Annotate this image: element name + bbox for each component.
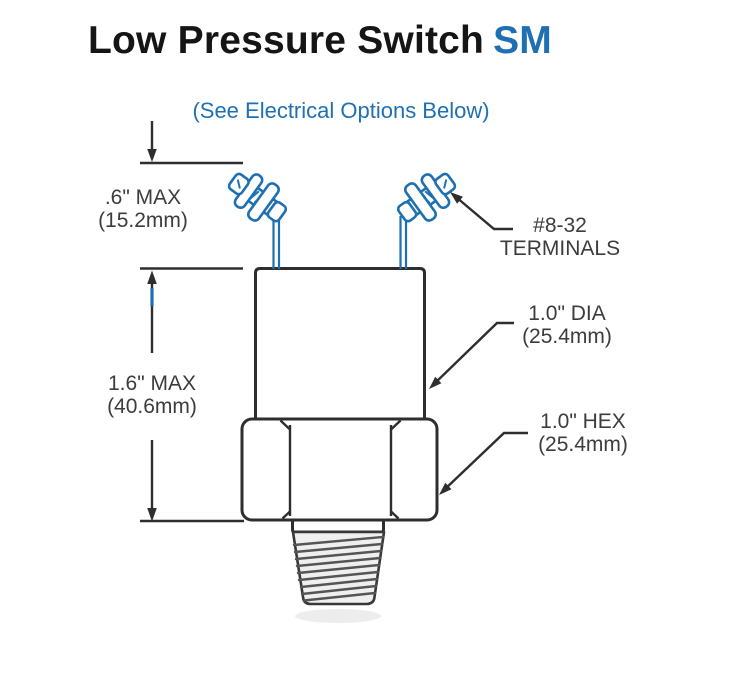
shank-collar	[291, 518, 385, 534]
dimension-terminal-height	[140, 121, 243, 165]
leader-diameter	[429, 321, 514, 389]
dimension-body-height	[140, 267, 244, 523]
label-diameter: 1.0" DIA (25.4mm)	[506, 302, 628, 348]
label-hex-value: 1.0" HEX	[540, 410, 626, 433]
hex-nut	[240, 417, 439, 522]
threaded-stud	[291, 530, 386, 606]
label-hex-metric: (25.4mm)	[538, 433, 628, 456]
label-terminals-word: TERMINALS	[499, 237, 621, 260]
title-main: Low Pressure Switch	[88, 19, 485, 62]
terminal-left	[219, 161, 296, 234]
label-hex: 1.0" HEX (25.4mm)	[522, 410, 644, 456]
label-terminal-height-metric: (15.2mm)	[98, 209, 188, 232]
leader-hex	[439, 431, 528, 495]
label-terminal-height-value: .6" MAX	[104, 186, 182, 209]
label-diameter-value: 1.0" DIA	[528, 302, 606, 325]
label-body-height-value: 1.6" MAX	[108, 372, 196, 395]
label-diameter-metric: (25.4mm)	[522, 325, 612, 348]
label-terminals: #8-32 TERMINALS	[490, 214, 630, 260]
subtitle-note: (See Electrical Options Below)	[192, 98, 490, 123]
label-body-height-metric: (40.6mm)	[107, 395, 197, 418]
switch-body-outline	[254, 267, 426, 419]
leader-terminals	[450, 192, 513, 231]
label-terminals-size: #8-32	[533, 214, 587, 237]
label-terminal-height: .6" MAX (15.2mm)	[83, 186, 203, 232]
title-suffix: SM	[493, 19, 552, 62]
stud-shadow	[295, 609, 381, 623]
label-body-height: 1.6" MAX (40.6mm)	[92, 372, 212, 418]
